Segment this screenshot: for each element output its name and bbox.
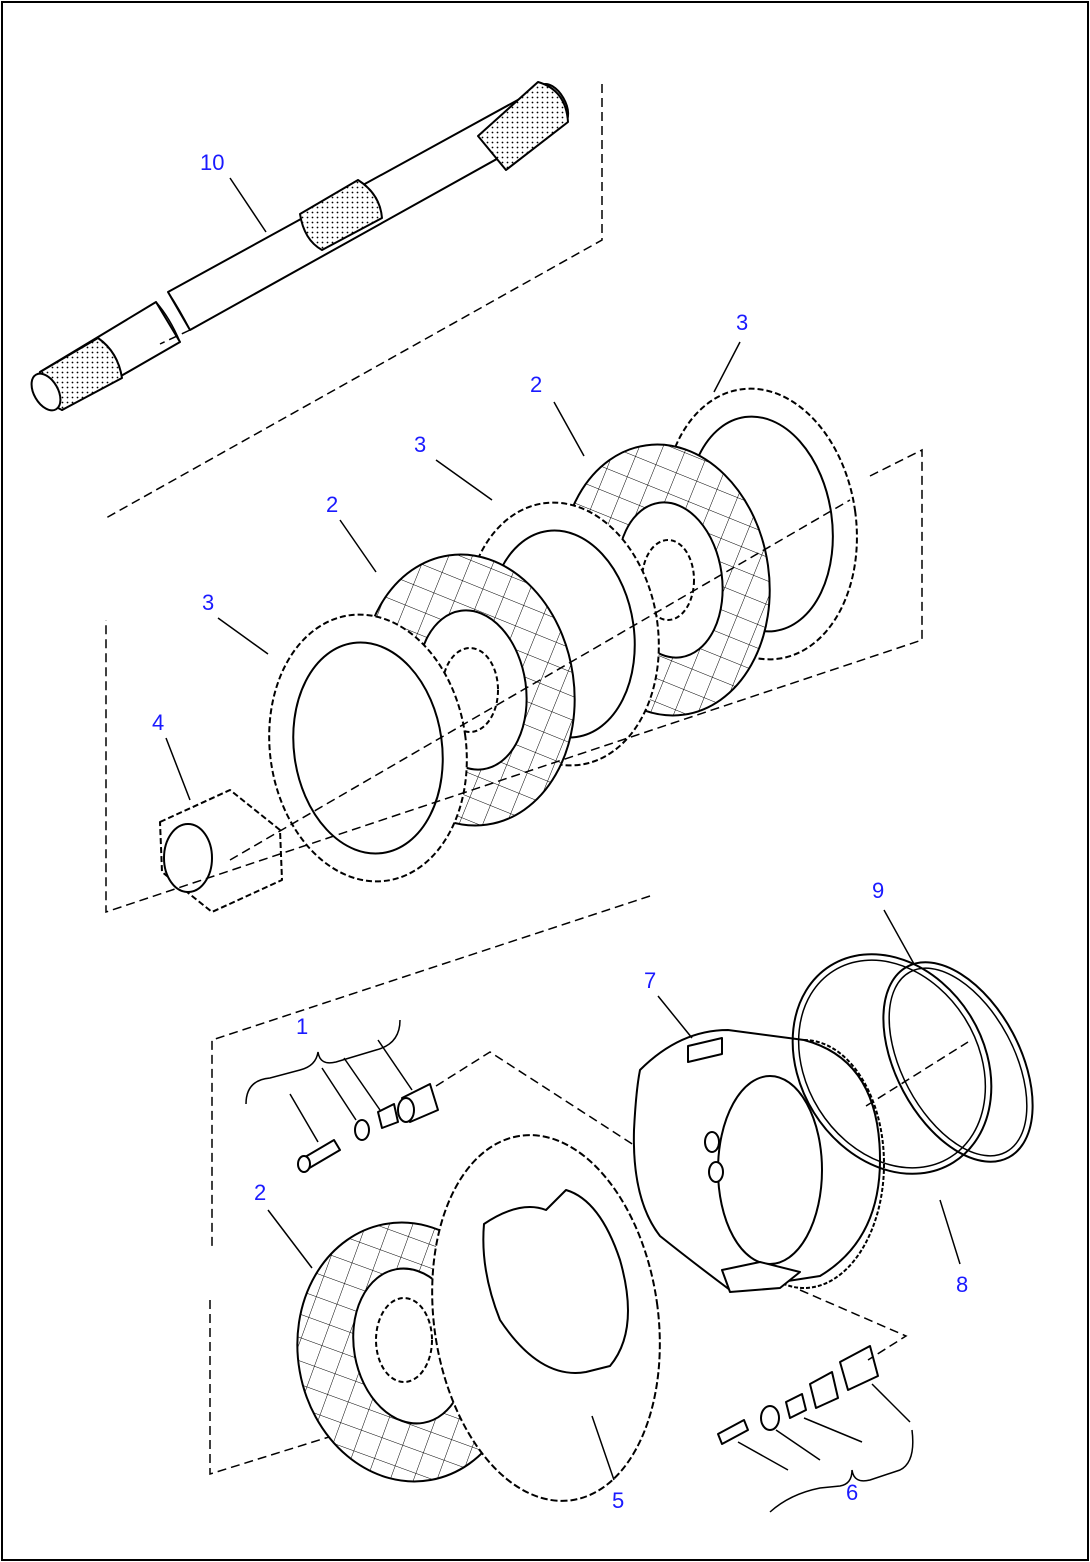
callout-1: 1	[296, 1014, 308, 1039]
callout-7: 7	[644, 968, 656, 993]
callout-10: 10	[200, 150, 224, 175]
shaft-enclosure-line	[105, 84, 603, 519]
spring-axis-line	[799, 1289, 908, 1361]
housing-part-7	[632, 1029, 885, 1293]
hub-gear-part-4	[159, 789, 283, 913]
callout-3-left: 3	[202, 590, 214, 615]
callout-labels: 10 3 2 3 2 3 4 9 7 1 2 8 5 6	[152, 150, 968, 1513]
axis-line-upper	[159, 329, 191, 345]
disc-pack-enclosure-line	[105, 448, 923, 914]
callout-4: 4	[152, 710, 164, 735]
callout-5: 5	[612, 1488, 624, 1513]
seal-ring-part-9	[791, 953, 993, 1175]
bolt-axis-line	[435, 1051, 689, 1181]
callout-9: 9	[872, 878, 884, 903]
lower-enclosure-bottom	[209, 1300, 481, 1476]
callout-3-middle: 3	[414, 432, 426, 457]
callout-8: 8	[956, 1272, 968, 1297]
callout-3-right: 3	[736, 310, 748, 335]
callout-2-left: 2	[326, 492, 338, 517]
callout-6: 6	[846, 1480, 858, 1505]
gear-plate-part-5	[431, 1134, 661, 1502]
shaft-part-10	[30, 81, 570, 412]
spring-set-part-6	[717, 1345, 914, 1513]
housing-axis-line	[865, 1041, 969, 1107]
callout-2-bottom: 2	[254, 1180, 266, 1205]
axis-line-middle	[229, 499, 851, 861]
bolt-set-part-1	[245, 1019, 439, 1173]
disc-pack-upper	[159, 387, 858, 913]
callout-2-right: 2	[530, 372, 542, 397]
leader-lines	[165, 177, 961, 1481]
seal-ring-part-8	[882, 961, 1034, 1163]
